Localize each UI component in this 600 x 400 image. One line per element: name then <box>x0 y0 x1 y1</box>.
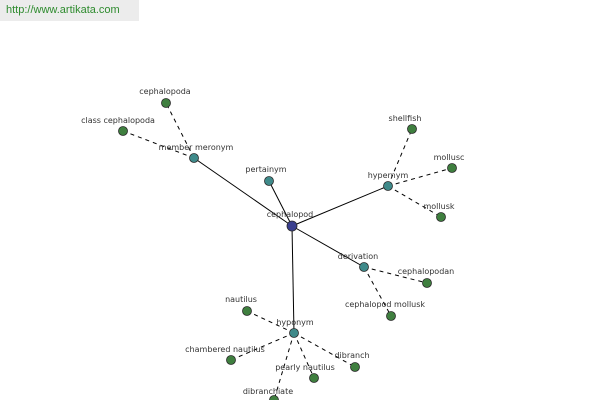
edge-derivation-to-cephalopodan <box>363 266 428 284</box>
node-pertainym[interactable] <box>264 176 274 186</box>
label-shellfish: shellfish <box>389 114 422 123</box>
node-nautilus[interactable] <box>242 306 252 316</box>
edge-hypernym-to-mollusc <box>387 167 453 187</box>
label-hypernym: hypernym <box>368 171 409 180</box>
graph-nodes <box>118 98 457 400</box>
node-member-meronym[interactable] <box>189 153 199 163</box>
graph-labels: cephalopod member meronym cephalopoda class… <box>81 87 464 396</box>
edge-hyponym-to-dibranchiate <box>273 332 295 400</box>
node-cephalopodan[interactable] <box>422 278 432 288</box>
label-derivation: derivation <box>338 252 378 261</box>
label-pertainym: pertainym <box>245 165 286 174</box>
label-cephalopodan: cephalopodan <box>398 267 455 276</box>
node-cephalopod-mollusk[interactable] <box>386 311 396 321</box>
label-cephalopoda: cephalopoda <box>139 87 191 96</box>
node-cephalopoda[interactable] <box>161 98 171 108</box>
node-derivation[interactable] <box>359 262 369 272</box>
edge-cephalopod-to-pertainym <box>268 180 293 227</box>
node-chambered-nautilus[interactable] <box>226 355 236 365</box>
edge-hyponym-to-chambered-nautilus <box>230 332 295 361</box>
label-dibranchiate: dibranchiate <box>243 387 293 396</box>
node-cephalopod[interactable] <box>286 220 298 232</box>
label-member-meronym: member meronym <box>159 143 234 152</box>
node-mollusc[interactable] <box>447 163 457 173</box>
watermark-url: http://www.artikata.com <box>0 0 139 21</box>
edge-hypernym-to-mollusk <box>387 185 442 218</box>
label-hyponym: hyponym <box>276 318 314 327</box>
node-class-cephalopoda[interactable] <box>118 126 128 136</box>
edge-cephalopod-to-hyponym <box>291 225 295 334</box>
label-chambered-nautilus: chambered nautilus <box>185 345 265 354</box>
label-cephalopod-mollusk: cephalopod mollusk <box>345 300 425 309</box>
node-pearly-nautilus[interactable] <box>309 373 319 383</box>
node-mollusk[interactable] <box>436 212 446 222</box>
edge-cephalopod-to-derivation <box>291 225 365 268</box>
label-dibranch: dibranch <box>334 351 369 360</box>
edge-cephalopod-to-member-meronym <box>193 157 293 227</box>
edge-hyponym-to-nautilus <box>246 310 295 334</box>
node-dibranch[interactable] <box>350 362 360 372</box>
label-mollusc: mollusc <box>434 153 465 162</box>
label-nautilus: nautilus <box>225 295 257 304</box>
node-shellfish[interactable] <box>407 124 417 134</box>
label-class-cephalopoda: class cephalopoda <box>81 116 155 125</box>
edge-hyponym-to-dibranch <box>293 332 356 368</box>
node-hypernym[interactable] <box>383 181 393 191</box>
edge-hypernym-to-shellfish <box>387 128 413 187</box>
graph-edges <box>122 102 453 400</box>
edge-cephalopod-to-hypernym <box>291 185 389 227</box>
label-cephalopod: cephalopod <box>267 210 314 219</box>
edge-hyponym-to-pearly-nautilus <box>293 332 315 379</box>
edge-derivation-to-cephalopod-mollusk <box>363 266 392 317</box>
label-mollusk: mollusk <box>423 202 454 211</box>
node-dibranchiate[interactable] <box>269 395 279 400</box>
edge-member-meronym-to-cephalopoda <box>165 102 195 159</box>
label-pearly-nautilus: pearly nautilus <box>275 363 335 372</box>
node-hyponym[interactable] <box>289 328 299 338</box>
